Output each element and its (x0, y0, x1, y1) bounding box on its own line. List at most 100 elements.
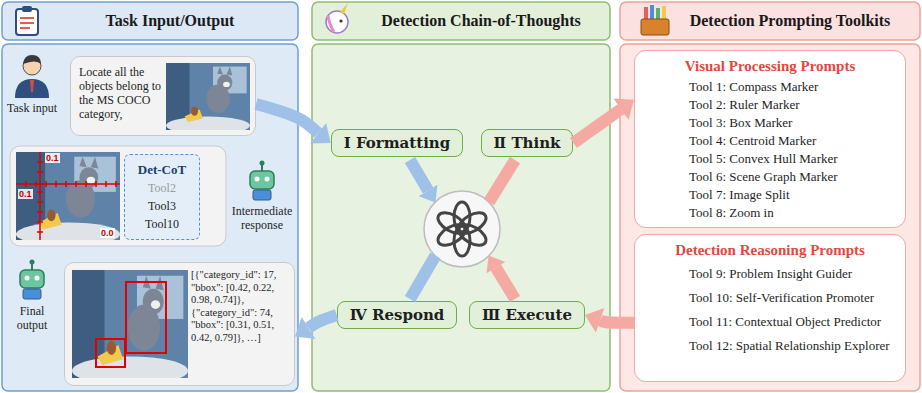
step-box: Ⅰ Formatting (331, 129, 464, 157)
tool-name: Tool3 (148, 199, 176, 214)
tool-item: Tool 10: Self-Verification Promoter (689, 286, 897, 310)
person-tie (30, 80, 34, 92)
flow-band (410, 256, 435, 299)
flow-band (309, 315, 337, 328)
panel-title: Detection Chain-of-Thoughts (356, 11, 606, 31)
step-box: Ⅲ Execute (469, 301, 585, 329)
robot-eye (25, 276, 30, 281)
tool-item: Tool 5: Convex Hull Marker (689, 150, 897, 168)
robot-eye (265, 177, 270, 182)
clipboard-icon (16, 9, 38, 35)
clipboard-clip (22, 6, 32, 12)
robot-eye (35, 276, 40, 281)
icon-caption: Task input (2, 101, 62, 115)
panel-header (2, 2, 298, 40)
unicorn-eye (339, 19, 342, 22)
flow-band (256, 104, 318, 133)
unicorn-icon (326, 11, 348, 33)
robot-eye (255, 177, 260, 182)
robot-body (253, 190, 271, 200)
ruler-marker (37, 152, 43, 240)
toolbox-icon (641, 19, 669, 35)
detection-box (96, 339, 125, 367)
flow-head (487, 256, 506, 274)
panel-body (2, 44, 298, 391)
pencil (644, 7, 648, 20)
robot-head (20, 270, 44, 288)
box-title: Det-CoT (138, 162, 186, 178)
flow-arrow (295, 315, 337, 339)
unicorn-mane (328, 16, 334, 32)
prompt-box: Detection Reasoning PromptsTool 9: Probl… (634, 234, 906, 382)
robot-body (23, 289, 41, 299)
panel-body (620, 44, 920, 391)
tool-item: Tool 4: Centroid Marker (689, 132, 897, 150)
robot-antenna-tip (260, 161, 265, 166)
clipboard-lines (20, 18, 34, 28)
tool-item: Tool 12: Spatial Relationship Explorer (689, 334, 897, 358)
flow-head (613, 99, 634, 120)
tool-item: Tool 6: Scene Graph Marker (689, 168, 897, 186)
flow-head (419, 185, 438, 203)
tool-item: Tool 11: Contextual Object Predictor (689, 310, 897, 334)
input-image (166, 63, 250, 134)
tool-name: Tool10 (145, 217, 179, 232)
person-hair (23, 55, 41, 64)
person-body (15, 79, 49, 98)
logo-petal (435, 209, 469, 238)
step-label: Ⅰ Formatting (344, 134, 451, 152)
prompt-box: Visual Processing PromptsTool 1: Compass… (634, 50, 906, 228)
flow-head (310, 123, 331, 143)
tool-item: Tool 2: Ruler Marker (689, 96, 897, 114)
output-image (72, 270, 188, 385)
panel: Detection Prompting ToolkitsVisual Proce… (620, 2, 920, 391)
tool-name: Tool2 (148, 181, 176, 196)
robot-antenna-tip (30, 260, 35, 265)
marked-image (16, 152, 120, 246)
panel-header (620, 2, 920, 40)
pencil (656, 8, 660, 20)
flow-band (573, 109, 621, 143)
unicorn-horn (340, 3, 348, 14)
panel-title: Task Input/Output (46, 11, 294, 31)
step-label: Ⅱ Think (494, 134, 561, 152)
panel-header (312, 2, 610, 40)
ruler-value: 0.1 (18, 189, 33, 199)
icon-caption: Final output (3, 304, 61, 332)
flow-band (489, 160, 515, 202)
box-title: Detection Reasoning Prompts (643, 240, 897, 260)
pencil (662, 6, 666, 20)
ruler-value: 0.0 (100, 228, 115, 238)
flow-head (295, 317, 315, 339)
robot-head (250, 171, 274, 189)
tool-item: Tool 8: Zoom in (689, 204, 897, 222)
flow-arrow (585, 308, 634, 333)
tool-item: Tool 1: Compass Marker (689, 78, 897, 96)
speech-bubble (10, 146, 226, 246)
prompt-text: Locate all the objects belong to the MS … (79, 65, 171, 121)
flow-arrow (256, 104, 331, 143)
box-title: Visual Processing Prompts (643, 56, 897, 76)
tool-item: Tool 3: Box Marker (689, 114, 897, 132)
pencil (650, 5, 654, 20)
flow-band (600, 320, 634, 323)
flow-arrow (573, 99, 634, 143)
ruler-value: 0.1 (45, 153, 60, 163)
flow-band (410, 160, 428, 191)
flow-head (585, 308, 604, 333)
flow-band (496, 268, 515, 299)
llm-logo-knot (435, 202, 490, 256)
step-label: Ⅳ Respond (350, 306, 445, 324)
tool-list-box: Det-CoT Tool2Tool3Tool10 (124, 154, 200, 240)
step-box: Ⅱ Think (481, 129, 574, 157)
detection-box (126, 282, 166, 353)
tool-item: Tool 7: Image Split (689, 186, 897, 204)
json-output: [{"category_id": 17, "bbox": [0.42, 0.22… (191, 269, 293, 344)
icon-caption: Intermediate response (229, 204, 295, 232)
step-box: Ⅳ Respond (337, 301, 458, 329)
tool-item: Tool 9: Problem Insight Guider (689, 262, 897, 286)
panel-body (312, 44, 610, 391)
panel-title: Detection Prompting Toolkits (664, 11, 916, 31)
step-label: Ⅲ Execute (482, 306, 572, 324)
ruler-marker (16, 181, 120, 187)
